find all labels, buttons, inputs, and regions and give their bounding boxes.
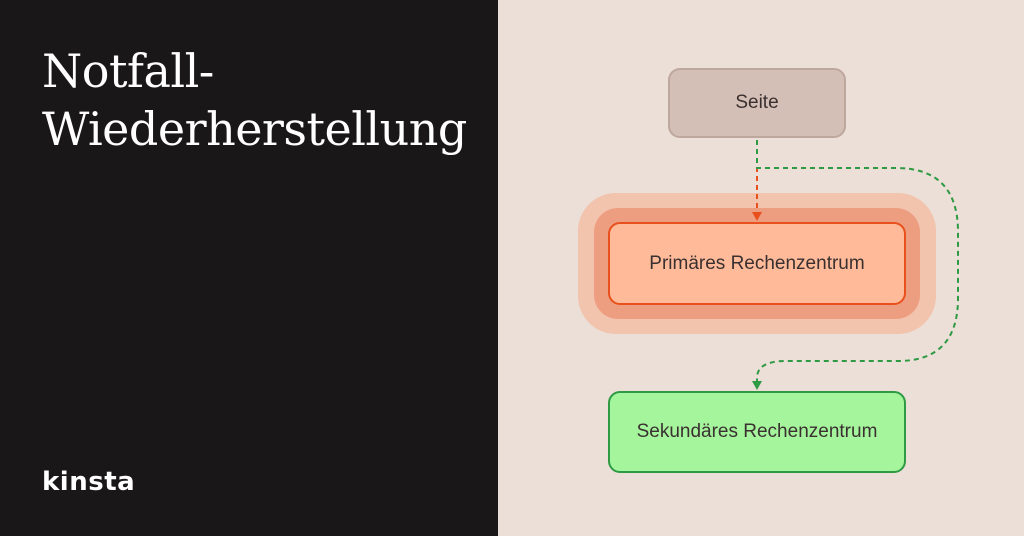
secondary-datacenter-node: Sekundäres Rechenzentrum — [608, 391, 906, 473]
arrow-head-secondary — [752, 381, 762, 390]
primary-node-label: Primäres Rechenzentrum — [649, 252, 865, 274]
kinsta-logo: kinsta — [42, 467, 136, 497]
secondary-node-label: Sekundäres Rechenzentrum — [636, 421, 878, 442]
title-panel: Notfall- Wiederherstellung kinsta — [0, 0, 498, 536]
title-line-1: Notfall- — [42, 44, 214, 98]
diagram-panel: Seite Primäres Rechenzentrum Sekundäres … — [498, 0, 1024, 536]
site-node: Seite — [668, 68, 846, 138]
site-node-label: Seite — [735, 92, 779, 113]
arrow-head-primary — [752, 212, 762, 221]
arrow-site-to-secondary — [756, 140, 959, 383]
title-line-2: Wiederherstellung — [42, 102, 467, 156]
primary-datacenter-node: Primäres Rechenzentrum — [608, 222, 906, 305]
page-title: Notfall- Wiederherstellung — [42, 42, 467, 158]
diagram-arrows — [752, 140, 959, 390]
